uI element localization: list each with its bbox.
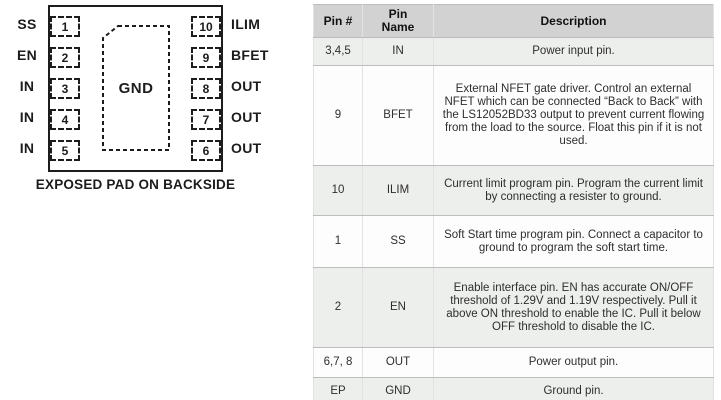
pin-number-cell: 3,4,5 — [313, 37, 363, 66]
description-cell: Ground pin. — [433, 377, 714, 400]
pin-number-cell: 9 — [313, 65, 363, 166]
pin-number: 4 — [61, 112, 69, 127]
pin-box-1: 1 — [50, 16, 80, 37]
description-cell: External NFET gate driver. Control an ex… — [433, 65, 714, 166]
pin-box-9: 9 — [191, 47, 221, 68]
exposed-pad-outline — [102, 25, 170, 151]
table-row: 10 ILIM Current limit program pin. Progr… — [313, 165, 714, 216]
pin-number: 5 — [61, 143, 69, 158]
description-cell: Enable interface pin. EN has accurate ON… — [433, 267, 714, 348]
pin-name-cell: GND — [362, 377, 434, 400]
pin-box-6: 6 — [191, 140, 221, 161]
gnd-pad-label: GND — [118, 80, 154, 97]
pin-number-cell: 6,7, 8 — [313, 347, 363, 378]
pin-box-4: 4 — [50, 109, 80, 130]
header-pin-number: Pin # — [313, 4, 363, 38]
pin-name-cell: OUT — [362, 347, 434, 378]
pin-box-5: 5 — [50, 140, 80, 161]
pin-number: 3 — [61, 81, 69, 96]
header-description: Description — [433, 4, 714, 38]
table-row: 2 EN Enable interface pin. EN has accura… — [313, 267, 714, 348]
table-row: 6,7, 8 OUT Power output pin. — [313, 347, 714, 378]
pin-number-cell: EP — [313, 377, 363, 400]
pin-box-8: 8 — [191, 78, 221, 99]
pin-name-cell: SS — [362, 215, 434, 268]
pin-function-label-in5: IN — [19, 140, 35, 156]
pin-number: 8 — [202, 81, 210, 96]
pin-number: 1 — [61, 19, 69, 34]
pin-number-cell: 2 — [313, 267, 363, 348]
pin-function-label-bfet: BFET — [231, 47, 269, 63]
pin-function-label-en: EN — [16, 47, 38, 63]
pin-name-cell: IN — [362, 37, 434, 66]
description-cell: Power output pin. — [433, 347, 714, 378]
table-row: 9 BFET External NFET gate driver. Contro… — [313, 65, 714, 166]
pin-function-label-ilim: ILIM — [231, 16, 261, 32]
pin-number: 10 — [199, 19, 213, 34]
pin-function-label-ss: SS — [17, 16, 37, 32]
pin-name-cell: ILIM — [362, 165, 434, 216]
description-cell: Soft Start time program pin. Connect a c… — [433, 215, 714, 268]
table-row: 1 SS Soft Start time program pin. Connec… — [313, 215, 714, 268]
pin-box-3: 3 — [50, 78, 80, 99]
table-header-row: Pin # Pin Name Description — [313, 4, 714, 38]
pin-name-cell: BFET — [362, 65, 434, 166]
chip-package-outline: 1 2 3 4 5 10 9 8 7 6 GND — [48, 5, 223, 172]
pin-box-2: 2 — [50, 47, 80, 68]
table-row: 3,4,5 IN Power input pin. — [313, 37, 714, 66]
description-cell: Current limit program pin. Program the c… — [433, 165, 714, 216]
pin-number: 6 — [202, 143, 210, 158]
diagram-caption: EXPOSED PAD ON BACKSIDE — [35, 177, 236, 192]
description-cell: Power input pin. — [433, 37, 714, 66]
pin-box-7: 7 — [191, 109, 221, 130]
pin-name-cell: EN — [362, 267, 434, 348]
pin-description-table: Pin # Pin Name Description 3,4,5 IN Powe… — [313, 4, 714, 400]
pinout-diagram: SS EN IN IN IN ILIM BFET OUT OUT OUT 1 2… — [0, 0, 310, 210]
pin-function-label-out7: OUT — [231, 109, 262, 125]
pin-box-10: 10 — [191, 16, 221, 37]
table-row: EP GND Ground pin. — [313, 377, 714, 400]
pin-number: 9 — [202, 50, 210, 65]
pin-number: 2 — [61, 50, 69, 65]
pin-function-label-out6: OUT — [231, 140, 262, 156]
pin-number-cell: 10 — [313, 165, 363, 216]
pin-function-label-in4: IN — [19, 109, 35, 125]
pin-function-label-out8: OUT — [231, 78, 262, 94]
pin-number: 7 — [202, 112, 210, 127]
header-pin-name: Pin Name — [362, 4, 434, 38]
pin-number-cell: 1 — [313, 215, 363, 268]
pin-function-label-in3: IN — [19, 78, 35, 94]
